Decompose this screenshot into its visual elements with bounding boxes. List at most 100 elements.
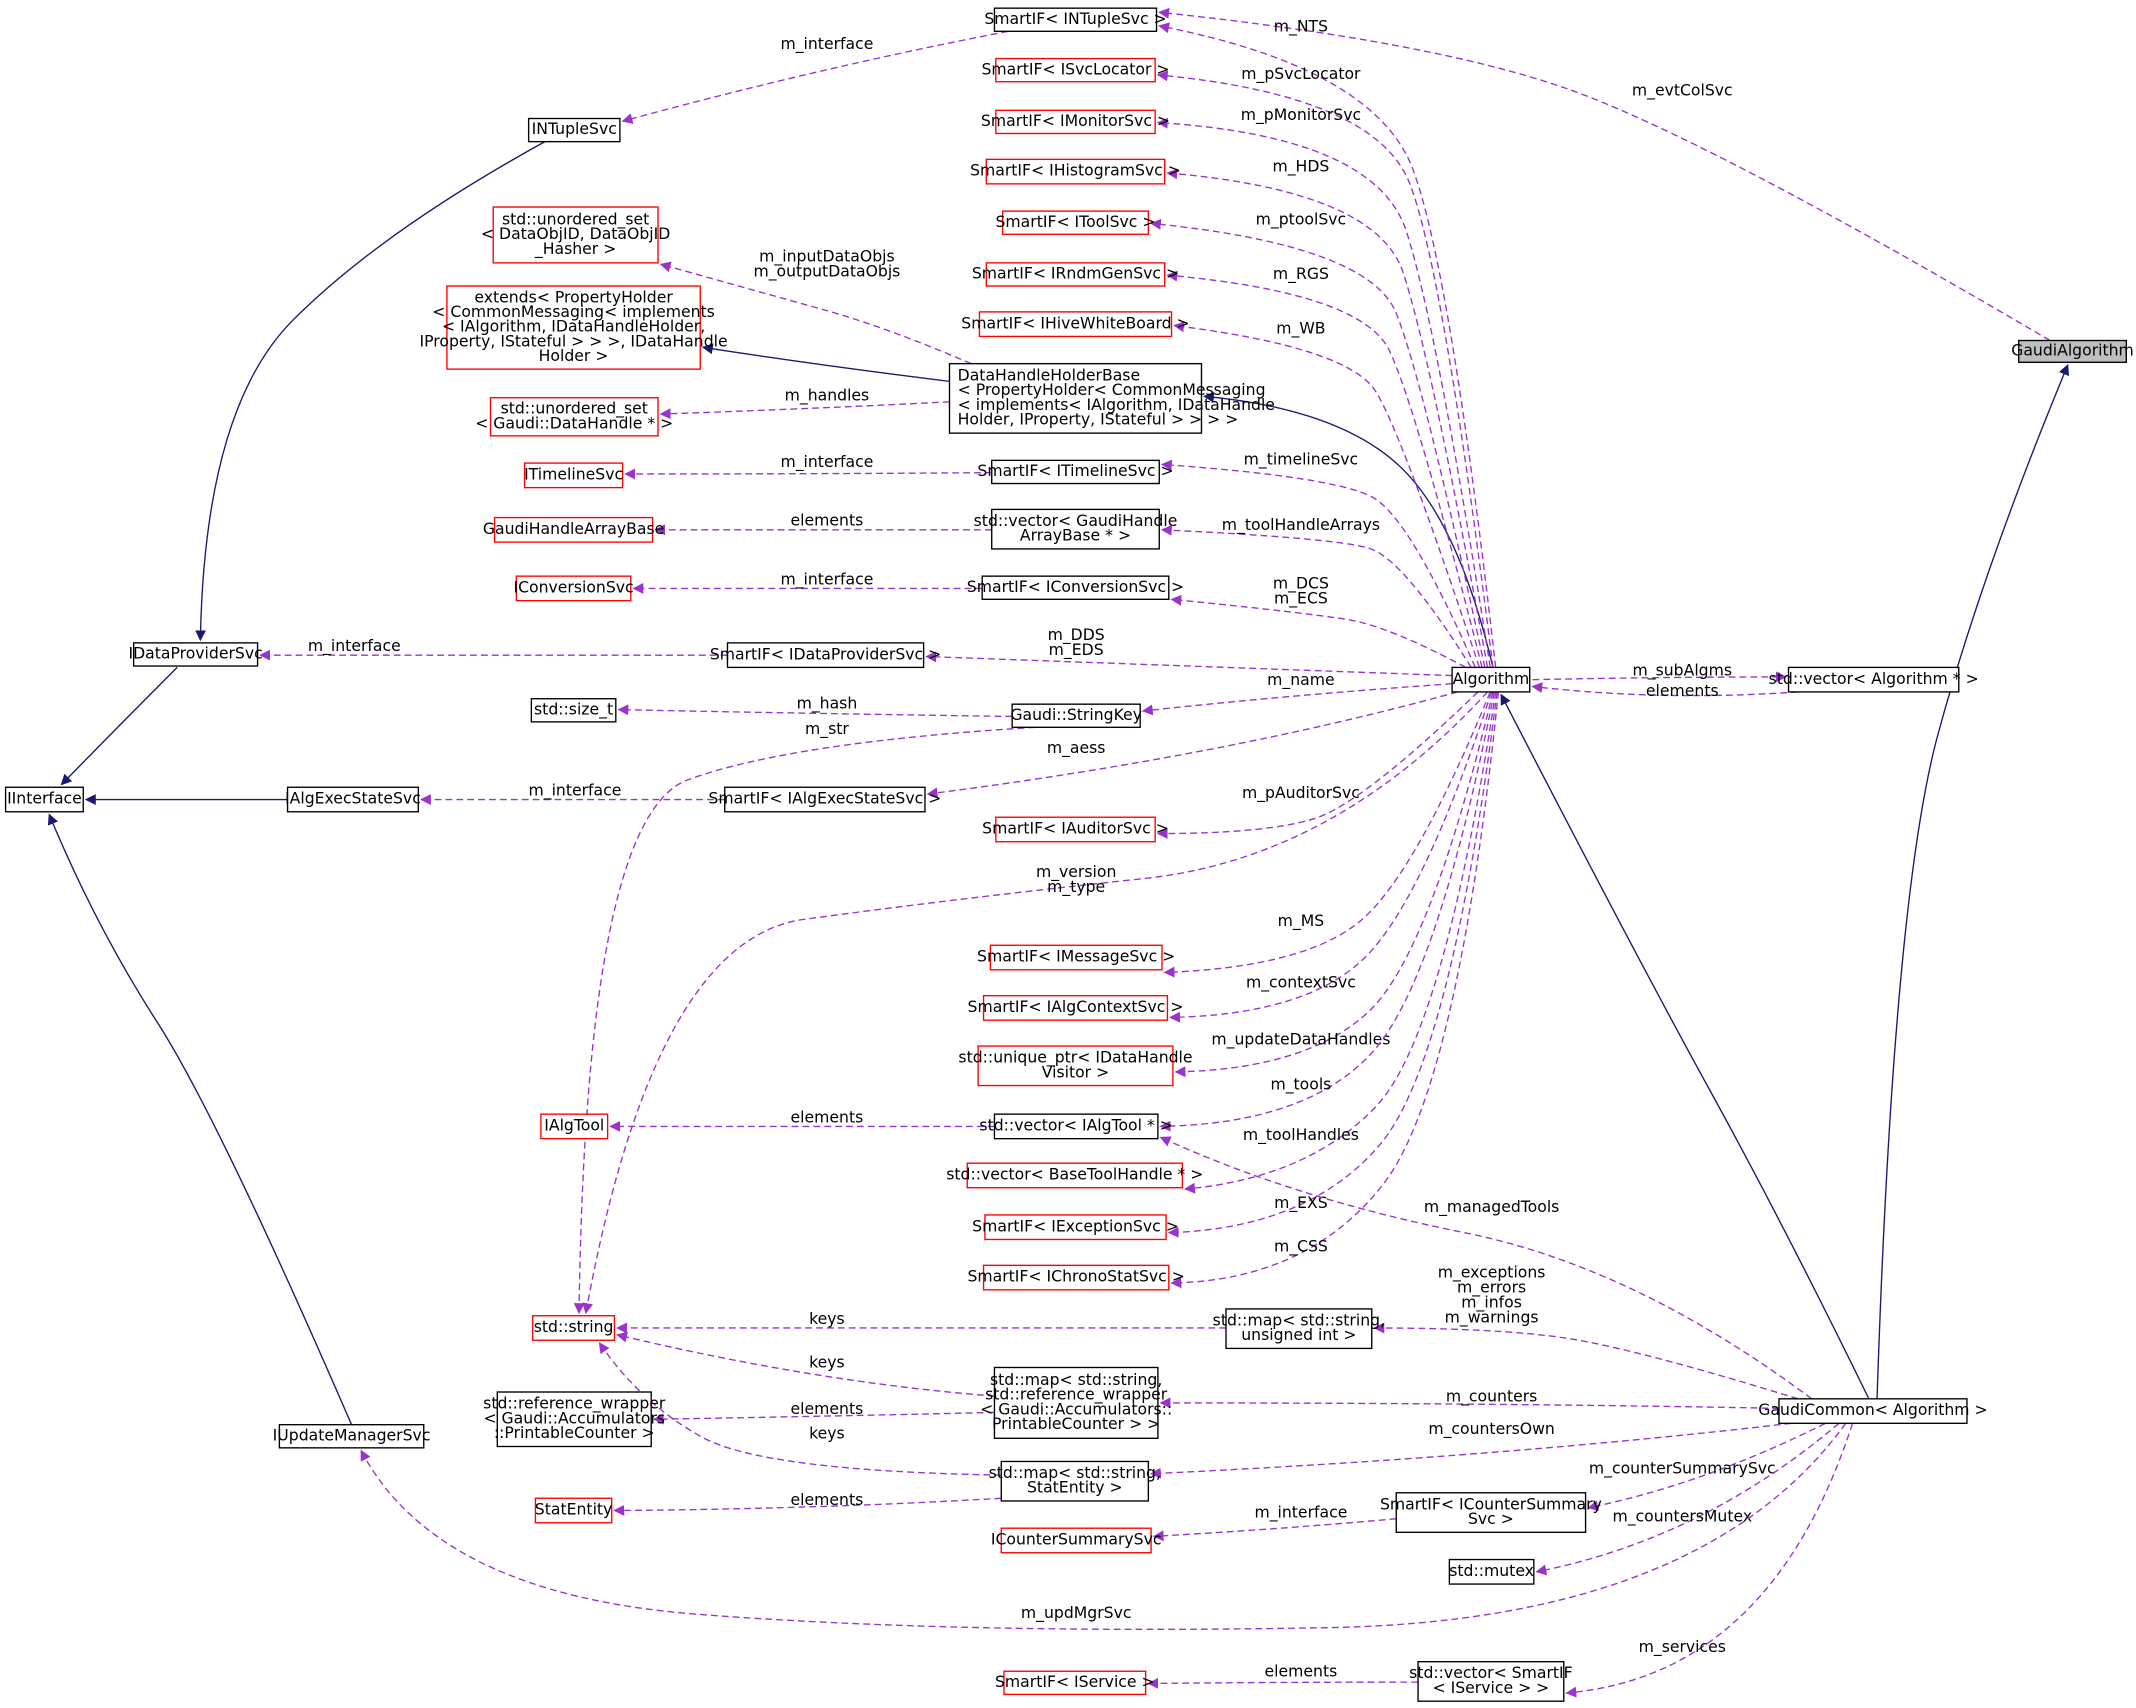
node-IDataProviderSvc[interactable]: IDataProviderSvc	[128, 642, 263, 667]
edge-label: m_services	[1639, 1637, 1726, 1657]
node-vec_IService[interactable]: std::vector< SmartIF< IService > >	[1409, 1661, 1573, 1702]
node-label: IDataProviderSvc	[128, 644, 262, 663]
edge-label: keys	[809, 1309, 845, 1328]
edge-Algorithm-to-sp_IChronoStatSvc: m_CSS	[1170, 691, 1500, 1289]
node-sp_IService[interactable]: SmartIF< IService >	[995, 1670, 1155, 1696]
edge-label: m_hash	[797, 693, 858, 713]
node-sp_IChronoStatSvc[interactable]: SmartIF< IChronoStatSvc >	[967, 1264, 1185, 1291]
node-label: SmartIF< IRndmGenSvc >	[972, 264, 1179, 283]
node-vec_BTH[interactable]: std::vector< BaseToolHandle * >	[946, 1162, 1203, 1189]
node-sp_IRndmGenSvc[interactable]: SmartIF< IRndmGenSvc >	[972, 262, 1179, 287]
edge-line	[926, 691, 1458, 799]
edge-label: m_updMgrSvc	[1021, 1603, 1132, 1623]
node-Algorithm[interactable]: Algorithm	[1451, 666, 1531, 693]
edge-label: m_countersOwn	[1428, 1419, 1555, 1439]
node-uset_dataobj[interactable]: std::unordered_set< DataObjID, DataObjID…	[481, 206, 670, 264]
node-GaudiCommon[interactable]: GaudiCommon< Algorithm >	[1758, 1398, 1988, 1425]
node-map_uint[interactable]: std::map< std::string,unsigned int >	[1213, 1308, 1385, 1350]
node-label: std::size_t	[534, 699, 613, 719]
node-stdstring[interactable]: std::string	[532, 1315, 616, 1341]
node-sp_IToolSvc[interactable]: SmartIF< IToolSvc >	[995, 210, 1155, 235]
node-IAlgTool[interactable]: IAlgTool	[540, 1113, 609, 1140]
edge-line	[1166, 168, 1489, 668]
node-label: IAlgTool	[544, 1116, 604, 1135]
edge-Algorithm-to-sp_IToolSvc: m_ptoolSvc	[1150, 210, 1486, 668]
node-box	[4, 786, 84, 813]
node-sp_IDataProviderSvc[interactable]: SmartIF< IDataProviderSvc >	[710, 642, 941, 669]
node-map_stat[interactable]: std::map< std::string,StatEntity >	[989, 1460, 1161, 1502]
node-sp_IHistogramSvc[interactable]: SmartIF< IHistogramSvc >	[970, 158, 1181, 185]
node-label: < PropertyHolder< CommonMessaging	[958, 380, 1266, 399]
node-stdsize[interactable]: std::size_t	[530, 698, 617, 723]
node-IConversionSvc[interactable]: IConversionSvc	[513, 575, 634, 602]
edge-line	[1500, 693, 1870, 1400]
node-extends[interactable]: extends< PropertyHolder< CommonMessaging…	[420, 285, 728, 370]
node-box	[1451, 666, 1531, 693]
node-ICounterSummarySvc[interactable]: ICounterSummarySvc	[991, 1527, 1162, 1554]
node-ITimelineSvc[interactable]: ITimelineSvc	[523, 462, 624, 489]
node-label: StatEntity	[535, 1500, 613, 1519]
node-label: GaudiAlgorithm	[2011, 341, 2134, 360]
node-DHHB[interactable]: DataHandleHolderBase< PropertyHolder< Co…	[948, 362, 1275, 434]
node-INTupleSvc[interactable]: INTupleSvc	[527, 117, 621, 143]
node-sp_IExceptionSvc[interactable]: SmartIF< IExceptionSvc >	[972, 1214, 1179, 1241]
node-label: std::mutex	[1449, 1561, 1534, 1580]
node-sp_IMessageSvc[interactable]: SmartIF< IMessageSvc >	[977, 944, 1175, 971]
node-vec_GHAB[interactable]: std::vector< GaudiHandleArrayBase * >	[974, 508, 1178, 550]
edge-label: elements	[1265, 1662, 1338, 1681]
node-box	[966, 1162, 1184, 1189]
node-uset_handle[interactable]: std::unordered_set< Gaudi::DataHandle * …	[475, 397, 673, 437]
node-label: SmartIF< ISvcLocator >	[981, 59, 1169, 78]
edge-line	[1156, 117, 1491, 668]
edge-Algorithm-to-sp_IHistogramSvc: m_HDS	[1166, 157, 1489, 668]
edge-label: m_aess	[1047, 738, 1106, 758]
node-vec_Algorithm[interactable]: std::vector< Algorithm * >	[1769, 666, 1979, 693]
edge-Algorithm-to-uptr_visitor: m_updateDataHandles	[1174, 691, 1494, 1078]
node-label: ITimelineSvc	[524, 464, 623, 483]
node-sp_IAlgExecStateSvc[interactable]: SmartIF< IAlgExecStateSvc >	[708, 786, 941, 813]
node-StringKey[interactable]: Gaudi::StringKey	[1010, 703, 1142, 729]
node-box	[2018, 339, 2127, 363]
node-sp_IAlgContextSvc[interactable]: SmartIF< IAlgContextSvc >	[968, 994, 1184, 1021]
edge-line	[659, 261, 972, 365]
node-label: SmartIF< IService >	[995, 1672, 1155, 1691]
edge-label: m_handles	[785, 385, 870, 405]
node-sp_INTupleSvc[interactable]: SmartIF< INTupleSvc >	[984, 7, 1167, 33]
edge-sp_IDataProviderSvc-to-IDataProviderSvc: m_interface	[259, 636, 728, 661]
node-sp_IConversionSvc[interactable]: SmartIF< IConversionSvc >	[967, 575, 1184, 600]
node-IAlgExecStateSvc[interactable]: IAlgExecStateSvc	[285, 786, 421, 813]
node-stdmutex[interactable]: std::mutex	[1448, 1558, 1535, 1585]
node-label: SmartIF< IExceptionSvc >	[972, 1216, 1179, 1235]
node-map_refwrap[interactable]: std::map< std::string,std::reference_wra…	[980, 1366, 1172, 1439]
node-label: Gaudi::StringKey	[1010, 705, 1142, 724]
node-sp_ITimelineSvc[interactable]: SmartIF< ITimelineSvc >	[977, 459, 1174, 485]
node-sp_IMonitorSvc[interactable]: SmartIF< IMonitorSvc >	[981, 109, 1170, 135]
node-IInterface[interactable]: IInterface	[4, 786, 84, 813]
node-GaudiAlgorithm[interactable]: GaudiAlgorithm	[2011, 339, 2134, 363]
node-box	[948, 362, 1203, 434]
node-GaudiHandleArrayBase[interactable]: GaudiHandleArrayBase	[483, 516, 664, 543]
node-sp_ISvcLocator[interactable]: SmartIF< ISvcLocator >	[981, 57, 1169, 83]
node-label: GaudiHandleArrayBase	[483, 519, 664, 538]
edge-StringKey-to-stdsize: m_hash	[617, 693, 1013, 718]
node-label: IInterface	[7, 789, 82, 808]
node-box	[993, 1366, 1159, 1439]
node-StatEntity[interactable]: StatEntity	[534, 1497, 613, 1524]
node-label: PrintableCounter > >	[992, 1414, 1160, 1433]
edge-vec_IService-to-sp_IService: elements	[1147, 1662, 1419, 1689]
edge-label: m_HDS	[1272, 157, 1329, 177]
edge-line	[701, 343, 950, 383]
node-label: GaudiCommon< Algorithm >	[1758, 1400, 1987, 1419]
edge-GaudiCommon-to-vec_IAlgTool: m_managedTools	[1159, 1136, 1813, 1400]
node-sp_ICounterSummary[interactable]: SmartIF< ICounterSummarySvc >	[1380, 1492, 1602, 1533]
node-sp_IAuditorSvc[interactable]: SmartIF< IAuditorSvc >	[982, 816, 1169, 843]
node-refwrap[interactable]: std::reference_wrapper< Gaudi::Accumulat…	[483, 1391, 666, 1448]
node-IUpdateManagerSvc[interactable]: IUpdateManagerSvc	[273, 1424, 431, 1449]
edge-line	[659, 401, 950, 420]
node-sp_IHiveWhiteBoard[interactable]: SmartIF< IHiveWhiteBoard >	[961, 311, 1190, 338]
node-label: SmartIF< IHiveWhiteBoard >	[961, 313, 1189, 332]
edge-line	[47, 813, 353, 1425]
edge-line	[1159, 1397, 1779, 1410]
node-vec_IAlgTool[interactable]: std::vector< IAlgTool * >	[979, 1113, 1173, 1140]
